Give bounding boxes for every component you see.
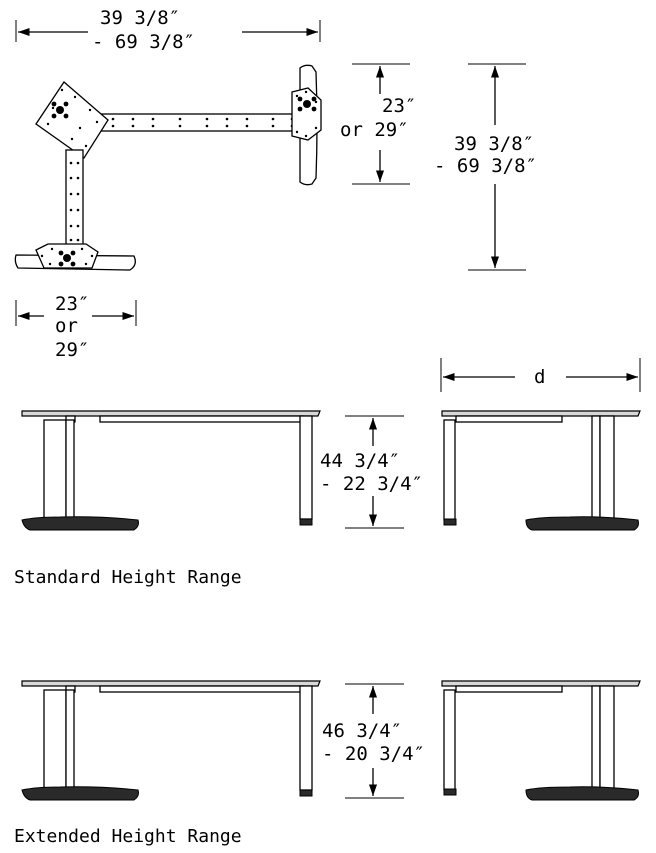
plan-view: 39 3/8″ - 69 3/8″ [14, 7, 537, 361]
standard-front-elevation [21, 410, 321, 531]
side-depth-label: d [534, 366, 545, 388]
corner-column-icon [51, 101, 69, 119]
standard-height-line1: 44 3/4″ [320, 450, 400, 472]
depth-line1: 23″ [382, 95, 416, 117]
overall-width-dimension: 39 3/8″ - 69 3/8″ [15, 7, 321, 53]
extended-height-line1: 46 3/4″ [322, 720, 402, 742]
main-beam [97, 113, 303, 132]
return-width-line1: 23″ [55, 293, 89, 315]
extended-height-dimension: 46 3/4″ - 20 3/4″ [322, 683, 425, 799]
corner-plate [35, 81, 109, 159]
overall-depth-dimension: 39 3/8″ - 69 3/8″ [434, 63, 537, 271]
extended-caption: Extended Height Range [14, 826, 242, 847]
extended-side-elevation [441, 680, 641, 801]
return-width-line2: or [55, 315, 78, 337]
standard-side-elevation [441, 410, 641, 531]
extended-front-elevation [21, 680, 321, 801]
side-depth-dimension: d [440, 358, 641, 392]
standard-caption: Standard Height Range [14, 567, 242, 588]
standard-height-line2: - 22 3/4″ [320, 473, 423, 495]
overall-width-line1: 39 3/8″ [100, 7, 180, 29]
standard-height-dimension: 44 3/4″ - 22 3/4″ [320, 415, 423, 529]
right-foot [291, 64, 322, 186]
overall-width-line2: - 69 3/8″ [92, 31, 195, 53]
overall-depth-line1: 39 3/8″ [454, 133, 534, 155]
depth-line2: or 29″ [340, 119, 409, 141]
depth-dimension: 23″ or 29″ [340, 63, 416, 185]
right-column-icon [297, 96, 317, 112]
extended-height-line2: - 20 3/4″ [322, 743, 425, 765]
bottom-column-icon [58, 250, 76, 267]
overall-depth-line2: - 69 3/8″ [434, 155, 537, 177]
return-beam [65, 149, 84, 253]
return-width-dimension: 23″ or 29″ [15, 293, 137, 361]
return-width-line3: 29″ [55, 339, 89, 361]
bottom-foot [14, 243, 136, 271]
